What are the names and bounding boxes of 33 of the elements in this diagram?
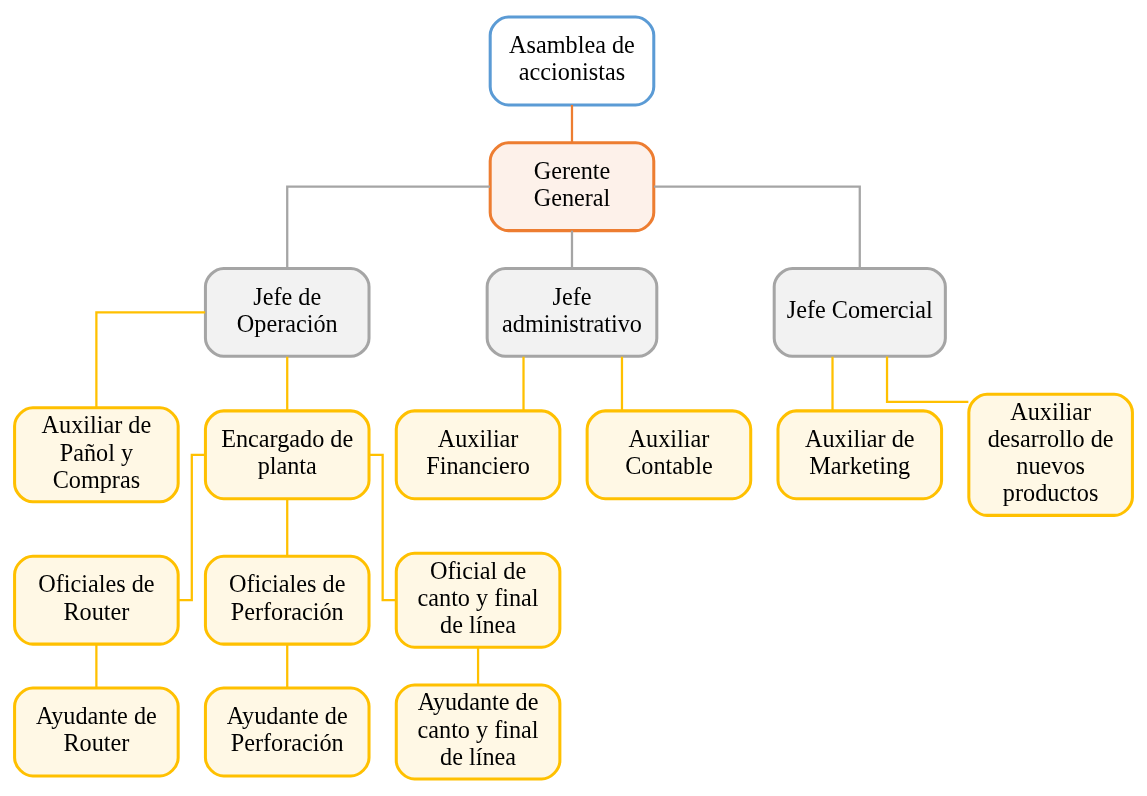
- connector: [286, 644, 289, 688]
- connector: [178, 453, 206, 602]
- node-box: Auxiliar de Marketing: [776, 409, 944, 501]
- connector: [570, 230, 574, 269]
- connector: [95, 644, 98, 688]
- node-box: Gerente General: [488, 141, 656, 233]
- node-box: Ayudante de canto y final de línea: [394, 683, 562, 781]
- connector: [286, 498, 289, 556]
- node-box: Oficiales de Router: [13, 554, 180, 646]
- node-box: Encargado de planta: [203, 409, 371, 501]
- node-box: Ayudante de Router: [13, 686, 180, 778]
- node-box: Auxiliar desarrollo de nuevos productos: [967, 392, 1134, 517]
- connector: [570, 104, 574, 143]
- node-box: Jefe administrativo: [485, 267, 659, 358]
- node-box: Ayudante de Perforación: [203, 686, 371, 778]
- connector: [620, 356, 624, 411]
- connector: [95, 311, 206, 408]
- connector: [476, 647, 480, 685]
- node-box: Jefe de Operación: [203, 267, 371, 358]
- connector: [369, 453, 396, 602]
- node-box: Oficial de canto y final de línea: [394, 551, 562, 649]
- connector: [286, 185, 490, 269]
- node-box: Auxiliar de Pañol y Compras: [13, 406, 180, 504]
- connector: [522, 356, 525, 411]
- connector: [831, 356, 834, 411]
- connector: [885, 356, 969, 403]
- node-box: Oficiales de Perforación: [203, 554, 371, 646]
- node-box: Auxiliar Financiero: [394, 409, 562, 501]
- node-box: Auxiliar Contable: [585, 409, 753, 501]
- node-box: Asamblea de accionistas: [488, 15, 656, 107]
- connector: [286, 356, 289, 411]
- node-box: Jefe Comercial: [772, 267, 947, 358]
- connector: [654, 185, 861, 269]
